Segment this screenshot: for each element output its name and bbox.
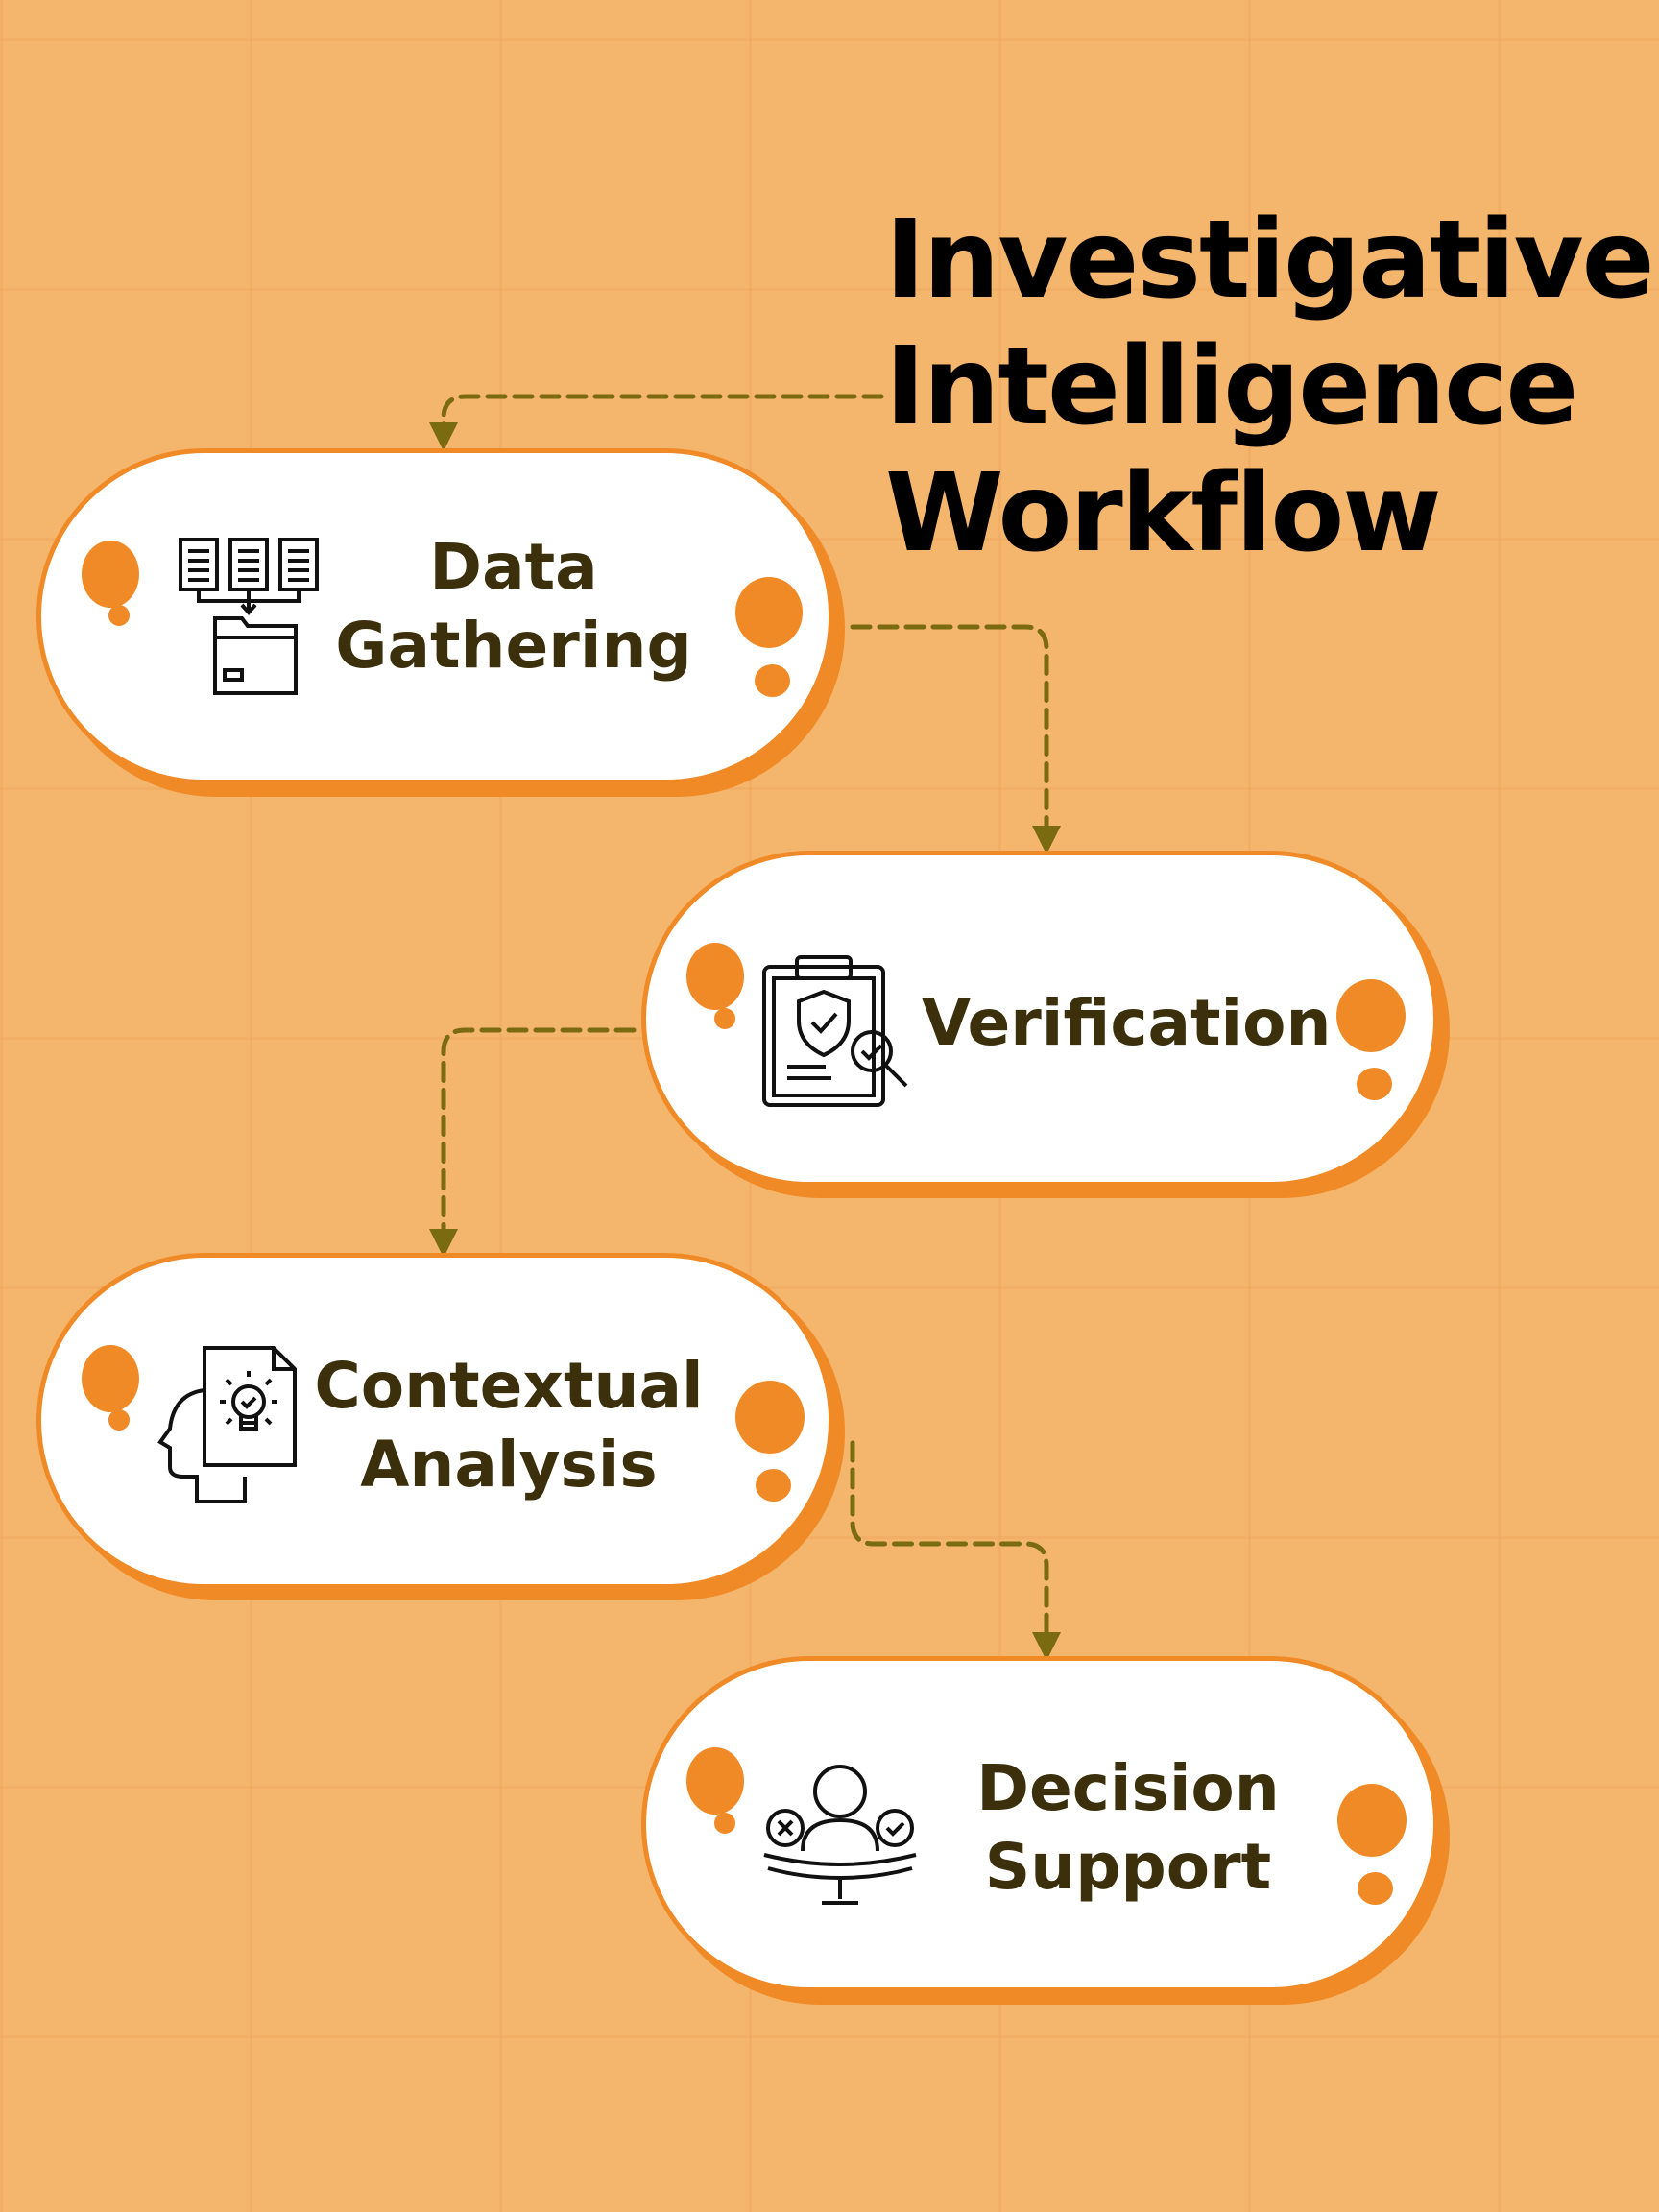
clipboard-shield-check-icon: [762, 955, 908, 1107]
step-label: Verification: [922, 986, 1332, 1060]
connector-contextual-analysis-to-decision-support: [850, 1440, 1061, 1661]
title-line-2: Intelligence: [885, 325, 1578, 449]
decor-blob: [735, 1381, 805, 1454]
person-choice-scale-icon: [763, 1765, 917, 1905]
decor-blob: [1336, 979, 1406, 1052]
decor-blob: [686, 943, 744, 1010]
decor-blob: [82, 541, 139, 608]
decor-blob: [82, 1345, 139, 1412]
decor-blob: [714, 1008, 735, 1029]
title-line-3: Workflow: [885, 451, 1442, 576]
pill-card: [36, 448, 833, 784]
step-label: Contextual Analysis: [314, 1349, 704, 1502]
documents-to-folder-icon: [179, 538, 319, 695]
connector-verification-to-contextual-analysis: [429, 1027, 637, 1258]
head-lightbulb-document-icon: [157, 1346, 297, 1503]
decor-blob: [108, 605, 130, 626]
decor-blob: [714, 1813, 735, 1834]
diagram-title: Investigative Intelligence Workflow: [885, 197, 1655, 577]
decor-blob: [1357, 1068, 1392, 1100]
decor-blob: [108, 1409, 130, 1431]
title-line-1: Investigative: [885, 198, 1655, 323]
decor-blob: [1358, 1872, 1393, 1905]
connector-title-to-data-gathering: [429, 394, 884, 451]
decor-blob: [1337, 1784, 1407, 1857]
decor-blob: [756, 1469, 791, 1502]
pill-card: [641, 1656, 1438, 1992]
step-label: Data Gathering: [335, 530, 692, 683]
decor-blob: [735, 577, 803, 648]
decor-blob: [686, 1747, 744, 1815]
step-label: Decision Support: [976, 1751, 1280, 1904]
decor-blob: [755, 664, 790, 697]
connector-data-gathering-to-verification: [850, 624, 1061, 854]
